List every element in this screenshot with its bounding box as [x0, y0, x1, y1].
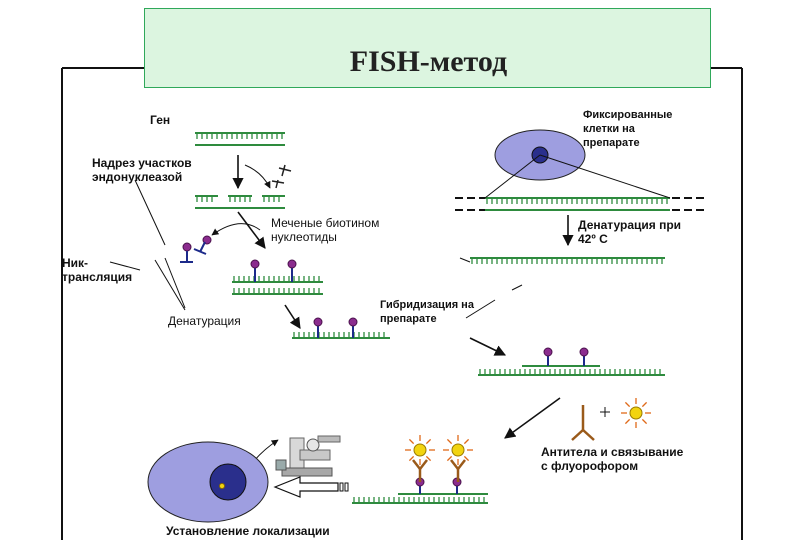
dna-hybridized-strand: [478, 347, 665, 376]
label-hybridization: Гибридизация на препарате: [380, 299, 474, 325]
final-cell: [147, 441, 269, 523]
dna-gene-strand: [195, 132, 285, 146]
arrow-labeled-to-probe: [284, 304, 301, 329]
title-box: FISH-метод: [144, 8, 711, 88]
dna-cut-strand: [195, 195, 285, 209]
hollow-arrow-left: [273, 476, 349, 498]
dna-cell-strand: [455, 197, 704, 211]
free-nucleotide-1: [180, 242, 193, 263]
plus-sign: [600, 407, 610, 417]
arrow-probe-to-hybrid: [469, 337, 507, 356]
dna-probe-single: [292, 317, 390, 339]
bound-antibody-complexes: [405, 435, 473, 482]
label-denaturation: Денатурация: [168, 314, 241, 328]
free-labeled-nucleotides: [180, 164, 292, 263]
diagram-title: FISH-метод: [349, 45, 508, 78]
label-fixed-cells: Фиксированные клетки на препарате: [583, 109, 673, 149]
label-antibodies: Антитела и связывание с флуорофором: [541, 445, 684, 473]
dna-denatured-cell-strand: [470, 257, 665, 264]
outer-frame: [61, 67, 743, 540]
arrow-long-diagonal: [164, 257, 186, 309]
label-endonuclease-cut: Надрез участков эндонуклеазой: [92, 156, 192, 184]
fluorophore-icon: [621, 398, 651, 428]
label-nick-translation: Ник- трансляция: [62, 256, 133, 284]
label-denaturation-temp: Денатурация при 42º С: [578, 218, 682, 246]
free-nucleotide-2: [193, 235, 212, 255]
arrow-antibody-to-final: [504, 397, 561, 439]
arrows: [164, 155, 574, 439]
dna-labeled-strand: [232, 259, 323, 295]
microscope-icon: [275, 435, 341, 477]
fixed-cell: [484, 129, 671, 199]
dna-final-strand: [352, 477, 488, 504]
label-localization: Установление локализации: [166, 524, 330, 538]
antibody-plus-fluorophore: [571, 398, 651, 441]
arrow-cut-to-labeled: [237, 211, 266, 249]
label-gene: Ген: [150, 113, 171, 127]
antibody-icon: [571, 405, 595, 441]
pointer-lines: [109, 179, 523, 319]
label-biotin-nucleotides: Меченые биотином нуклеотиды: [271, 216, 380, 244]
removed-nucleotide: [271, 164, 292, 189]
